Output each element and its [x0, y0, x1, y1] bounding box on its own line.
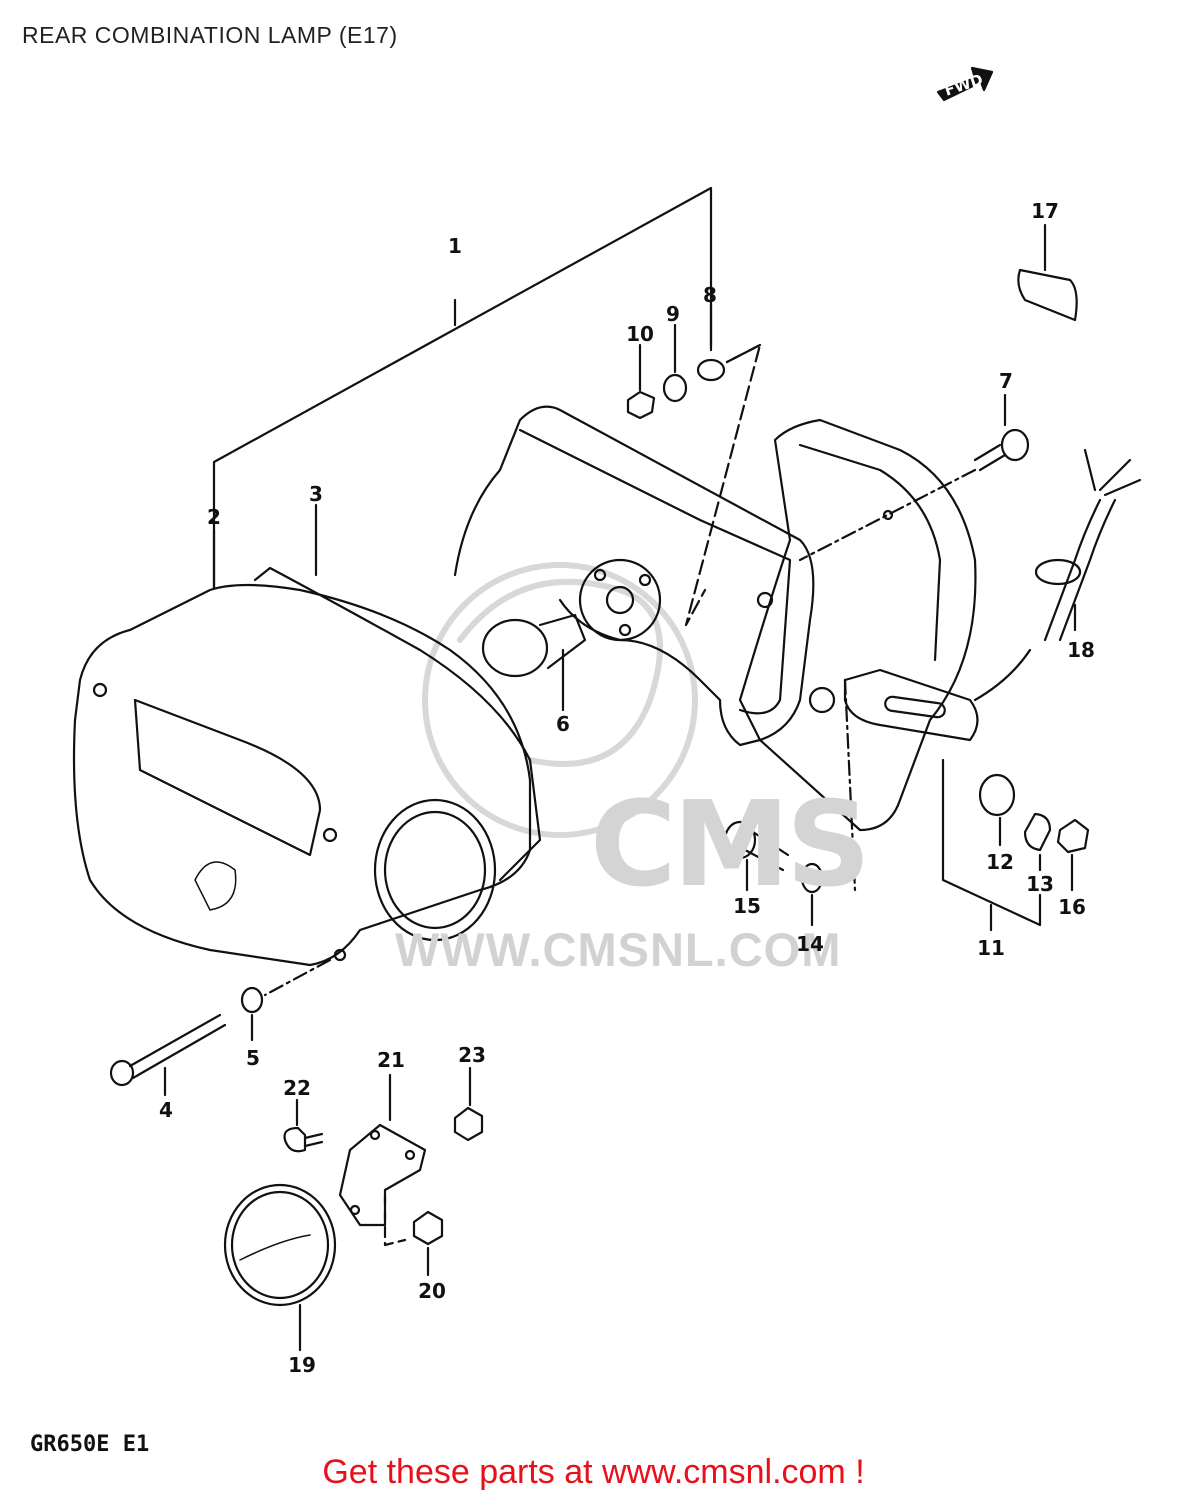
callout-19[interactable]: 19: [288, 1353, 316, 1377]
callout-22[interactable]: 22: [283, 1076, 311, 1100]
lamp-base: [453, 405, 815, 747]
bulb: [481, 613, 587, 712]
page-title: REAR COMBINATION LAMP (E17): [22, 22, 398, 48]
plate-17: [1017, 268, 1078, 322]
callout-6[interactable]: 6: [556, 712, 570, 736]
callout-4[interactable]: 4: [159, 1098, 173, 1122]
lamp-lens: [72, 566, 542, 967]
callout-10[interactable]: 10: [626, 322, 654, 346]
callout-21[interactable]: 21: [377, 1048, 405, 1072]
watermark-logo: CMS: [590, 775, 871, 913]
callout-23[interactable]: 23: [458, 1043, 486, 1067]
lamp-holder: [738, 418, 979, 832]
callout-17[interactable]: 17: [1031, 199, 1059, 223]
washer-8: [696, 358, 726, 382]
callout-2[interactable]: 2: [207, 505, 221, 529]
cushion-12: [978, 773, 1016, 817]
nut-23: [453, 1106, 484, 1142]
reflector-19: [223, 1183, 337, 1352]
bolt-15: [723, 820, 790, 892]
watermark-emblem: [422, 562, 698, 838]
collar-13: [1023, 812, 1052, 852]
nut-20: [412, 1210, 444, 1246]
model-code: GR650E E1: [30, 1432, 150, 1457]
footer-parts-link[interactable]: Get these parts at www.cmsnl.com !: [322, 1453, 865, 1491]
nut-16: [1056, 818, 1090, 854]
bolt-7: [973, 393, 1030, 472]
callout-8[interactable]: 8: [703, 283, 717, 307]
callout-7[interactable]: 7: [999, 369, 1013, 393]
callout-18[interactable]: 18: [1067, 638, 1095, 662]
callout-13[interactable]: 13: [1026, 872, 1054, 896]
callout-15[interactable]: 15: [733, 894, 761, 918]
bracket-21: [338, 1073, 427, 1247]
callout-5[interactable]: 5: [246, 1046, 260, 1070]
lock-washer-9: [662, 373, 688, 403]
nut-10: [626, 390, 656, 420]
callout-3[interactable]: 3: [309, 482, 323, 506]
callout-20[interactable]: 20: [418, 1279, 446, 1303]
callout-11[interactable]: 11: [977, 936, 1005, 960]
wire-harness: [973, 448, 1142, 702]
callout-12[interactable]: 12: [986, 850, 1014, 874]
washer-5: [240, 986, 264, 1014]
watermark-url: WWW.CMSNL.COM: [395, 923, 842, 976]
leader-line-1: [212, 186, 713, 590]
screw-4: [109, 1013, 227, 1097]
callout-14[interactable]: 14: [796, 932, 824, 956]
callout-16[interactable]: 16: [1058, 895, 1086, 919]
callout-9[interactable]: 9: [666, 302, 680, 326]
fwd-arrow-icon: [936, 66, 994, 102]
washer-14: [800, 862, 824, 894]
bolt-22: [283, 1098, 324, 1153]
callout-1[interactable]: 1: [448, 234, 462, 258]
